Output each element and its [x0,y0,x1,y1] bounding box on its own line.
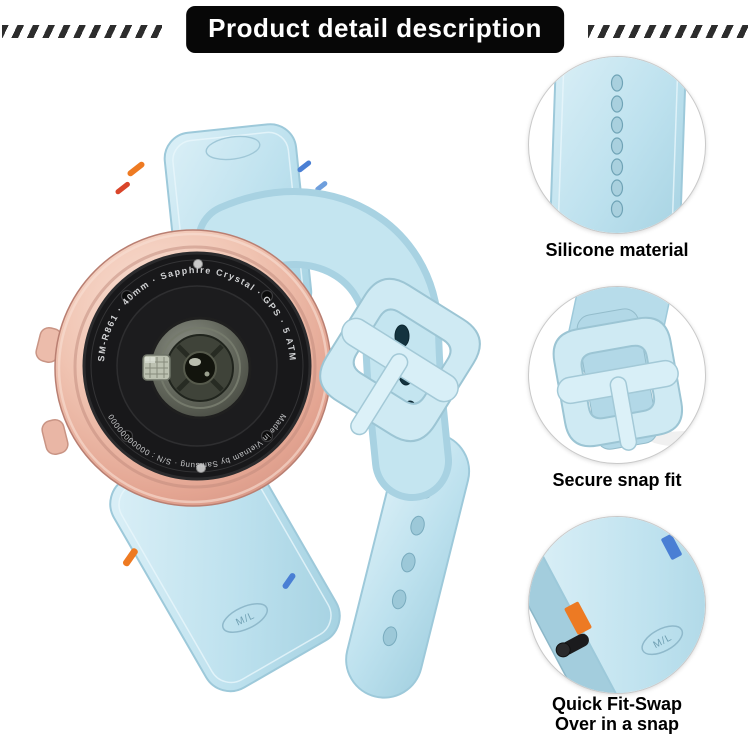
sensor-cluster [142,316,252,420]
orange-marker [122,548,138,567]
blue-marker [297,160,312,173]
buckle-closeup [552,287,705,451]
blue-marker [315,181,328,192]
quick-release-pin [555,633,589,658]
strap-hole [410,515,425,536]
band-holes [610,74,624,218]
screw [120,289,134,303]
silicone-material-label: Silicone material [545,240,689,260]
sensor-window [142,354,171,381]
quick-fit-swap-photo: M/L [528,516,706,694]
sensor-lens [183,351,217,385]
buckle-pin [609,376,638,451]
band-stamp-oval [205,135,261,161]
orange-marker [564,601,592,635]
strap-hole [391,589,407,610]
red-marker [115,181,130,195]
orange-marker [127,161,145,177]
decorative-stripes-right [588,25,748,38]
blue-marker [282,573,296,589]
watch-product-photo: M/L [35,123,481,699]
decorative-stripes-left [2,25,162,38]
strap-hole [382,626,398,647]
charging-contact [193,259,203,269]
watch-button-lower [41,419,69,455]
strap-hole [401,552,416,573]
secure-snap-fit-photo [528,286,706,464]
screw [260,289,274,303]
buckle [319,277,481,443]
screw [120,429,134,443]
screw [260,429,274,443]
quick-fit-swap-label-line1: Quick Fit-Swap [551,694,683,714]
blue-marker [661,534,682,560]
secure-snap-fit-label: Secure snap fit [552,470,682,490]
quick-fit-swap-label-line2: Over in a snap [554,714,680,734]
page-title: Product detail description [186,6,564,53]
buckle-pin [350,353,409,436]
quick-fit-swap-label: Quick Fit-Swap Over in a snap [497,694,737,734]
band-end-closeup: M/L [529,517,705,693]
silicone-material-photo [528,56,706,234]
charging-contact [196,463,206,473]
